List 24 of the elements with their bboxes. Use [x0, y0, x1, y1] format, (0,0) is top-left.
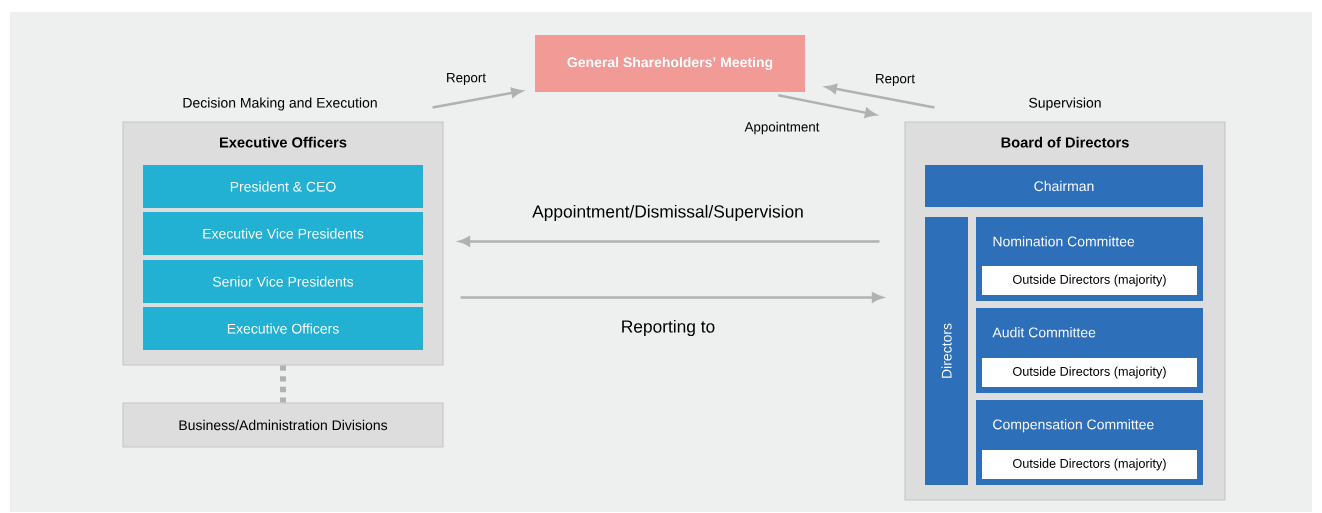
member-box: Outside Directors (majority): [982, 266, 1197, 295]
role-box: Chairman: [925, 165, 1203, 207]
arrow: [432, 87, 523, 109]
role-box: Executive Vice Presidents: [143, 212, 423, 255]
arrow: [460, 292, 884, 303]
role-box: Senior Vice Presidents: [143, 260, 423, 303]
connector: [280, 365, 286, 403]
directors-bar: Directors: [925, 217, 968, 485]
role-box: President & CEO: [143, 165, 423, 208]
division-box: Business/Administration Divisions: [122, 402, 444, 448]
edge-label: Appointment/Dismissal/Supervision: [532, 204, 803, 222]
role-box: Executive Officers: [143, 307, 423, 350]
member-box: Outside Directors (majority): [982, 450, 1197, 479]
meeting-box: General Shareholders’ Meeting: [535, 35, 805, 92]
edge-label: Reporting to: [622, 319, 715, 337]
arrow: [825, 83, 935, 109]
edge-label: Report: [876, 74, 915, 86]
edge-label: Report: [447, 73, 486, 85]
edge-label: Appointment: [744, 121, 820, 135]
member-box: Outside Directors (majority): [982, 358, 1197, 387]
caption-text: Supervision: [1029, 97, 1101, 111]
arrow: [458, 236, 880, 247]
caption-text: Decision Making and Execution: [183, 97, 377, 111]
arrow: [778, 94, 877, 118]
